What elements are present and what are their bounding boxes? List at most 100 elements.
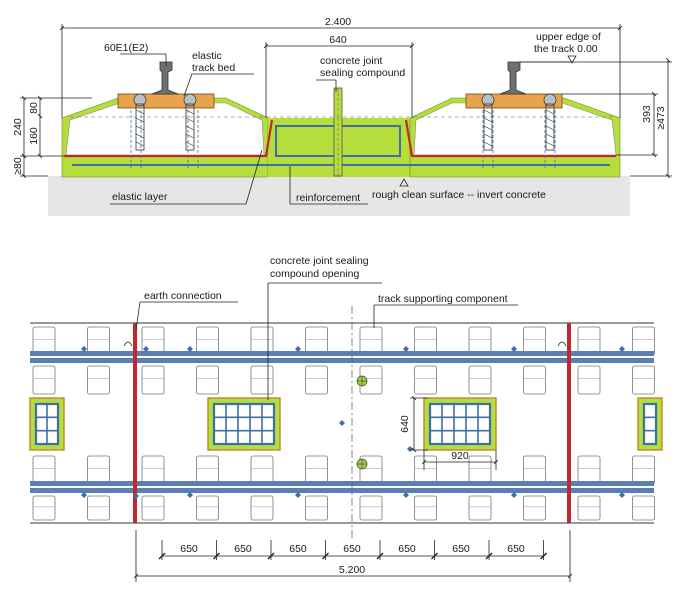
sleeper-block	[196, 326, 219, 356]
sleeper-block	[32, 365, 56, 395]
anchor-diamond-icon	[81, 346, 87, 352]
sleeper-block	[141, 495, 165, 521]
sleeper-block	[632, 455, 655, 485]
sleeper-block	[468, 326, 492, 356]
sleeper-block	[632, 495, 655, 521]
sleeper-block	[577, 326, 601, 356]
dim-240: 240	[12, 118, 24, 136]
level-marker-icon	[399, 178, 409, 187]
level-marker-icon	[567, 55, 577, 64]
sleeper-block	[141, 455, 165, 485]
sleeper-block	[577, 455, 601, 485]
sleeper-block	[414, 495, 437, 521]
right-track-bed	[413, 102, 617, 156]
anchor-diamond-icon	[407, 446, 413, 452]
spacing-ticks	[158, 540, 547, 560]
joint-label-1: concrete joint	[320, 55, 383, 67]
dim-160: 160	[28, 127, 40, 145]
sleeper-block	[250, 455, 274, 485]
earth-connection-label: earth connection	[144, 290, 222, 302]
anchor-diamond-icon	[187, 346, 193, 352]
spacing-label: 650	[398, 543, 416, 555]
anchor-diamond-icon	[295, 346, 301, 352]
track-support-label: track supporting component	[378, 293, 508, 305]
upper-edge-label-2: the track 0.00	[534, 43, 598, 55]
anchor-points	[81, 346, 625, 499]
sleeper-block	[359, 495, 383, 521]
spacing-label: 650	[343, 543, 361, 555]
sleeper-block	[196, 365, 219, 395]
plan-view: concrete joint sealing compound opening …	[29, 255, 663, 582]
anchor-diamond-icon	[619, 492, 625, 498]
earth-connection-bar	[133, 323, 137, 523]
dim-920: 920	[451, 450, 469, 462]
joint-opening-label-2: compound opening	[270, 268, 359, 280]
rail-profile-icon	[151, 61, 179, 95]
anchor-diamond-icon	[81, 492, 87, 498]
sleeper-block	[87, 495, 110, 521]
sleeper-block	[414, 365, 437, 395]
dim-5200: 5.200	[339, 564, 365, 576]
dim-80: 80	[28, 102, 40, 114]
spacing-label: 650	[289, 543, 307, 555]
sleeper-block	[250, 326, 274, 356]
sleeper-block	[468, 365, 492, 395]
spacing-label: 650	[452, 543, 470, 555]
spacing-label: 650	[180, 543, 198, 555]
sleeper-block	[87, 455, 110, 485]
elastic-layer-label: elastic layer	[112, 191, 168, 203]
sleeper-block	[632, 365, 655, 395]
rail-profile-icon	[499, 61, 527, 95]
sleeper-block	[523, 326, 546, 356]
sleeper-block	[250, 365, 274, 395]
rail-type-label: 60E1(E2)	[104, 42, 148, 54]
anchor-diamond-icon	[187, 492, 193, 498]
joint-openings	[29, 397, 663, 451]
joint-label-2: sealing compound	[320, 67, 405, 79]
sleeper-block	[523, 455, 546, 485]
anchor-diamond-icon	[295, 492, 301, 498]
anchor-diamond-icon	[403, 492, 409, 498]
sleeper-block	[632, 326, 655, 356]
spacing-label: 650	[507, 543, 525, 555]
sleeper-block	[523, 365, 546, 395]
sleeper-block	[359, 326, 383, 356]
spacing-labels: 650 650 650 650 650 650 650	[180, 543, 525, 555]
sleeper-block	[305, 326, 328, 356]
joint-opening	[423, 397, 497, 451]
joint-opening	[637, 397, 663, 451]
sleeper-block	[32, 495, 56, 521]
rail-right	[465, 61, 563, 151]
sleeper-block	[305, 495, 328, 521]
earth-connection-bar	[567, 323, 571, 523]
sleeper-block	[87, 365, 110, 395]
joint-opening	[207, 397, 281, 451]
sleeper-block	[468, 455, 492, 485]
sleepers	[32, 326, 655, 521]
dim-joint-width: 640	[329, 34, 347, 46]
sleeper-block	[577, 365, 601, 395]
sleeper-block	[305, 455, 328, 485]
sleeper-block	[32, 326, 56, 356]
sleeper-block	[196, 455, 219, 485]
sleeper-block	[468, 495, 492, 521]
invert-label: rough clean surface -- invert concrete	[372, 189, 546, 201]
dim-393: 393	[641, 105, 653, 123]
sleeper-block	[523, 495, 546, 521]
joint-opening	[29, 397, 65, 451]
dim-ge80: ≥80	[12, 157, 24, 175]
reinforcement-label: reinforcement	[296, 192, 360, 204]
sleeper-block	[414, 326, 437, 356]
cross-section: 2.400 640 60E1(E2) elastic track bed con…	[12, 16, 672, 216]
spacing-label: 650	[234, 543, 252, 555]
dim-total-width: 2.400	[325, 16, 351, 28]
elastic-bed-label-1: elastic	[192, 50, 222, 62]
sleeper-block	[87, 326, 110, 356]
invert-concrete	[48, 176, 630, 216]
dim-473: ≥473	[655, 106, 667, 129]
anchor-diamond-icon	[403, 346, 409, 352]
sleeper-block	[577, 495, 601, 521]
sleeper-block	[196, 495, 219, 521]
